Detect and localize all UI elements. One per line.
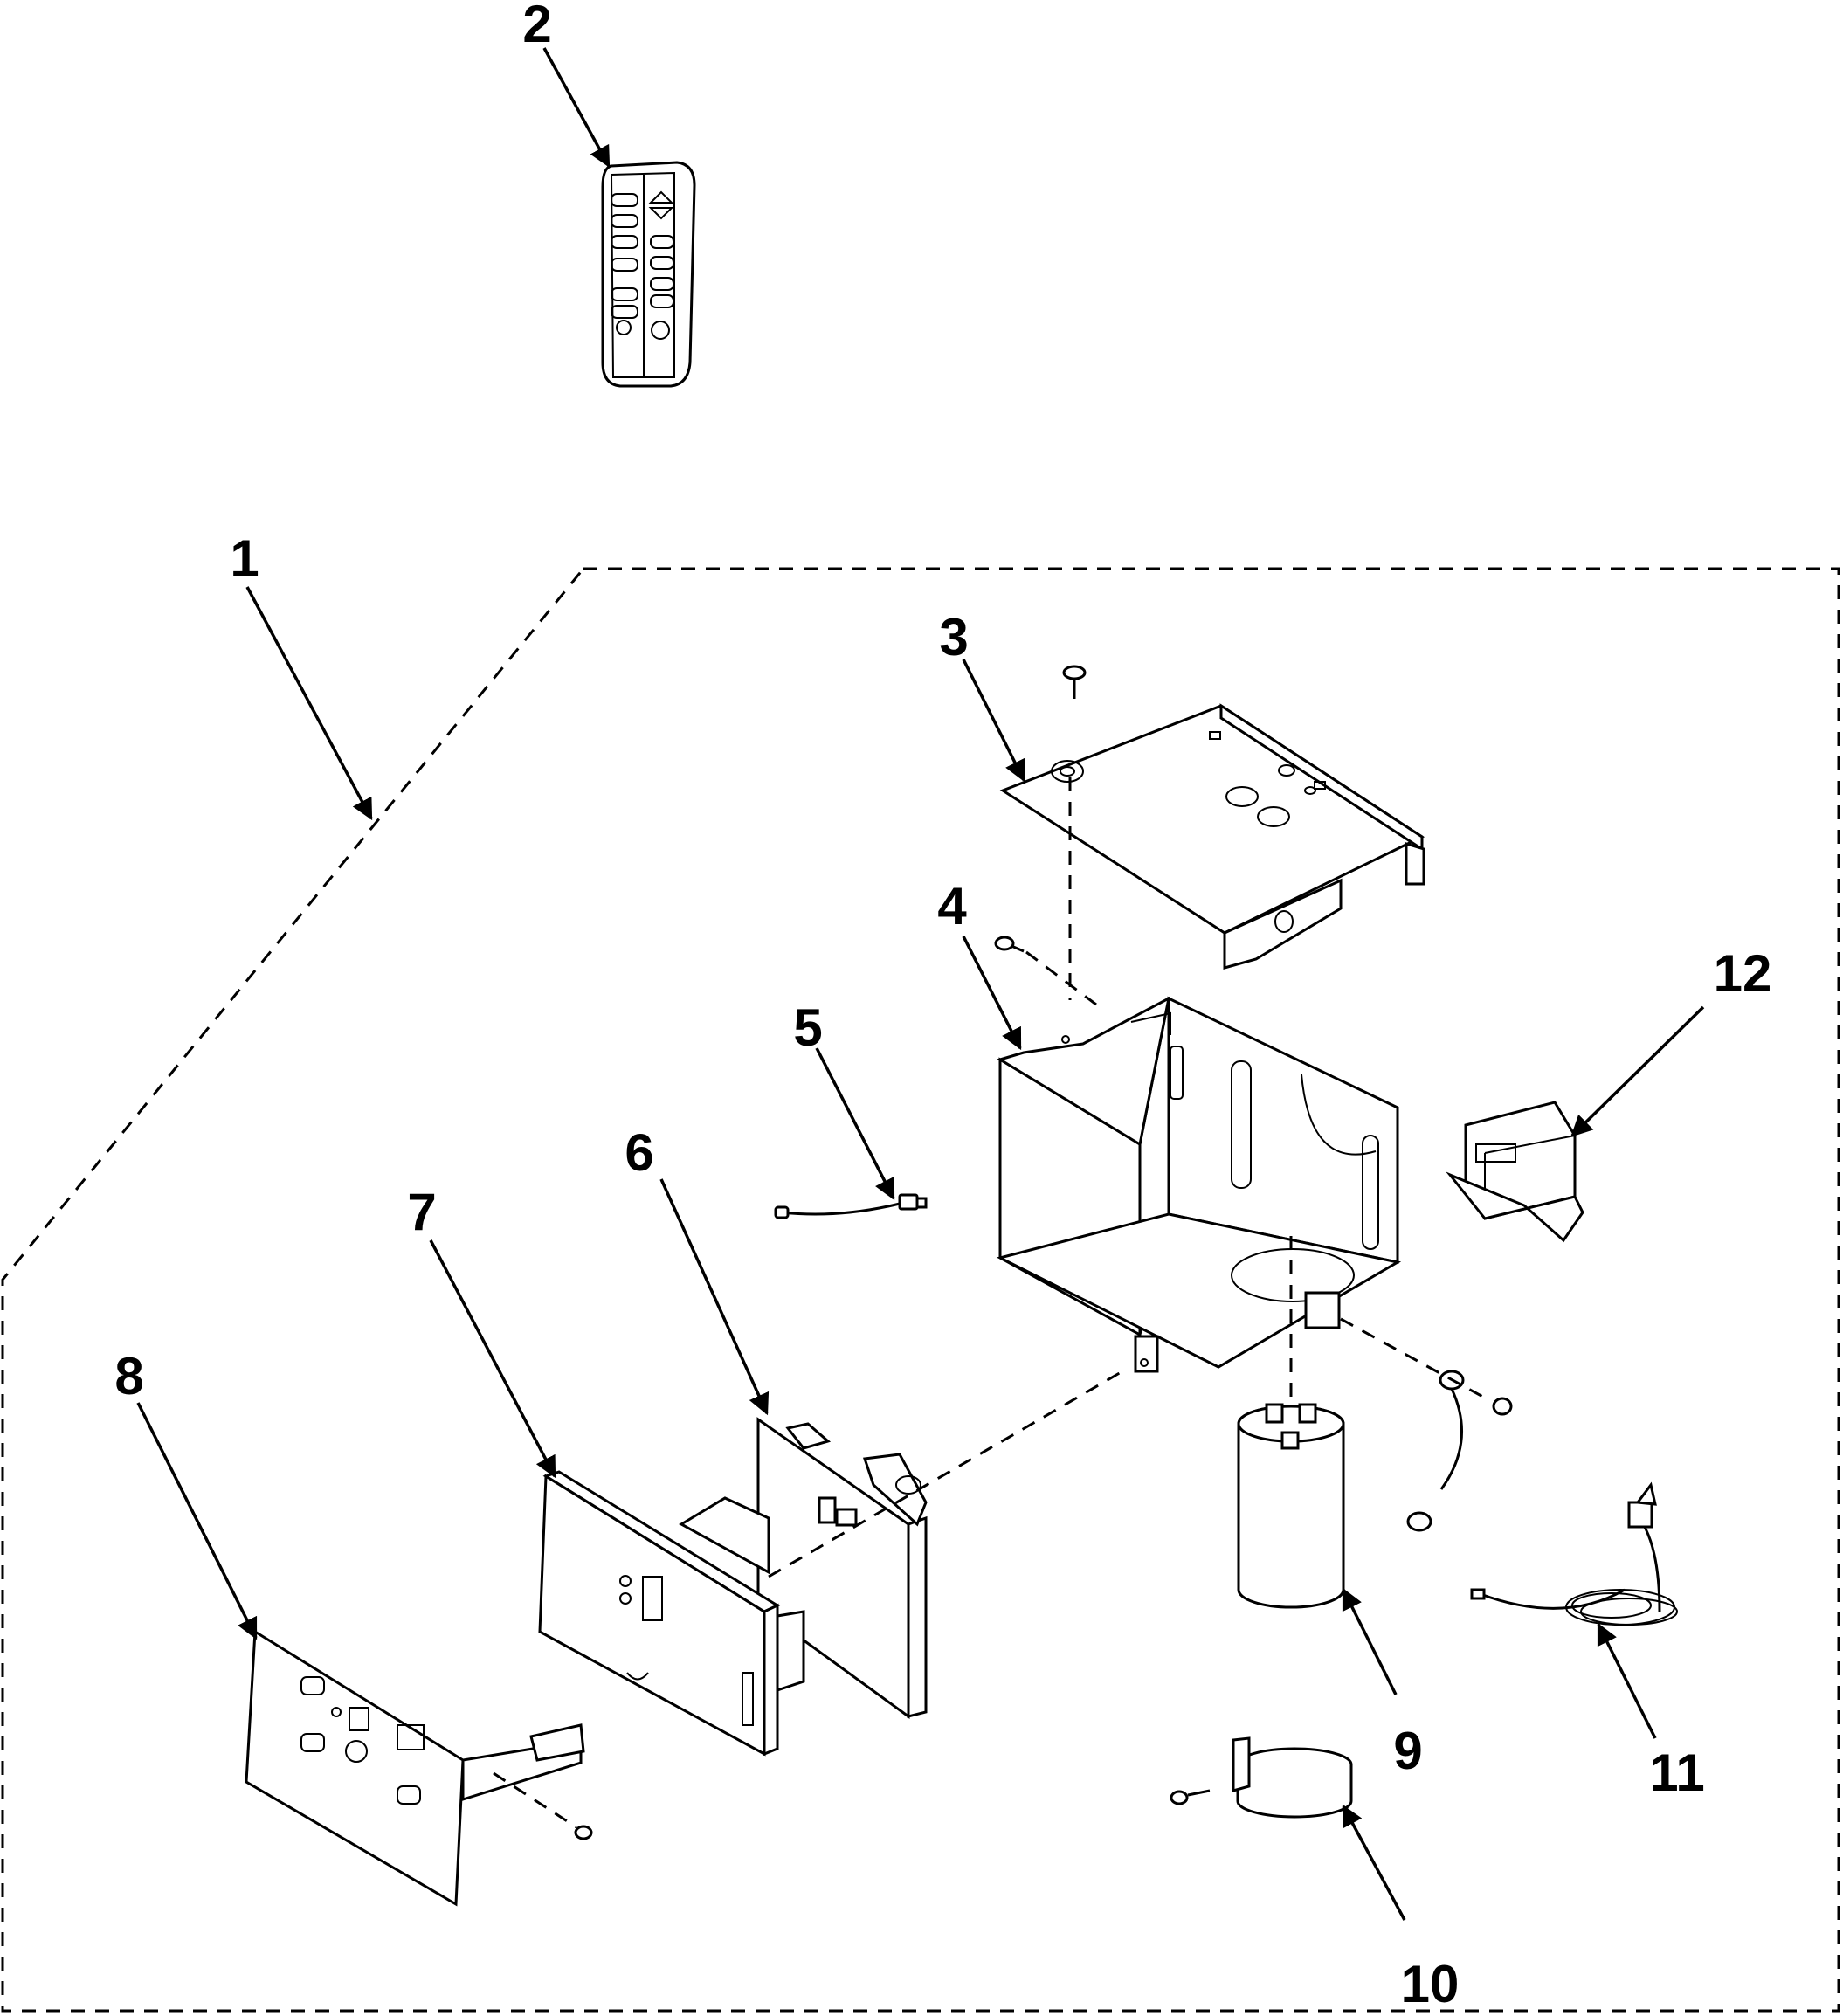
power-cord	[1470, 1481, 1678, 1626]
callout-2: 2	[522, 0, 551, 53]
leader-9	[1342, 1587, 1398, 1695]
capacitor	[1237, 1403, 1345, 1609]
callout-9: 9	[1393, 1722, 1422, 1780]
callout-12: 12	[1714, 944, 1772, 1003]
cover-screw	[1062, 665, 1087, 699]
remote-control	[601, 161, 696, 388]
callout-11: 11	[1649, 1743, 1704, 1802]
main-pcb	[756, 1417, 928, 1719]
callout-7: 7	[407, 1183, 436, 1241]
panel-screw	[574, 1825, 593, 1840]
callout-1: 1	[230, 529, 259, 588]
box-screw	[994, 936, 1025, 953]
clamp-screw	[1170, 1789, 1211, 1805]
transformer	[1446, 1101, 1584, 1243]
wire-harness	[774, 1193, 928, 1219]
leader-11	[1597, 1622, 1657, 1739]
leader-6	[659, 1178, 770, 1416]
ground-wire	[1406, 1370, 1513, 1532]
callout-6: 6	[625, 1123, 653, 1182]
control-box-cover	[999, 703, 1425, 970]
display-panel-decal	[245, 1629, 585, 1907]
assembly-boundary	[1, 567, 1840, 2013]
callout-10: 10	[1401, 1955, 1460, 2013]
leader-8	[136, 1402, 258, 1640]
callout-8: 8	[114, 1347, 143, 1405]
leader-5	[815, 1047, 895, 1201]
callout-3: 3	[939, 608, 968, 666]
leader-12	[1570, 1005, 1705, 1137]
leader-1	[245, 586, 373, 821]
leader-3	[962, 659, 1025, 783]
leader-2	[542, 47, 611, 169]
capacitor-clamp	[1232, 1736, 1353, 1819]
leader-10	[1342, 1804, 1406, 1921]
callout-5: 5	[793, 998, 822, 1057]
leader-4	[962, 936, 1022, 1051]
display-pcb-assembly	[538, 1470, 805, 1757]
leader-7	[429, 1239, 556, 1479]
callout-4: 4	[937, 877, 967, 936]
control-box	[996, 996, 1402, 1373]
